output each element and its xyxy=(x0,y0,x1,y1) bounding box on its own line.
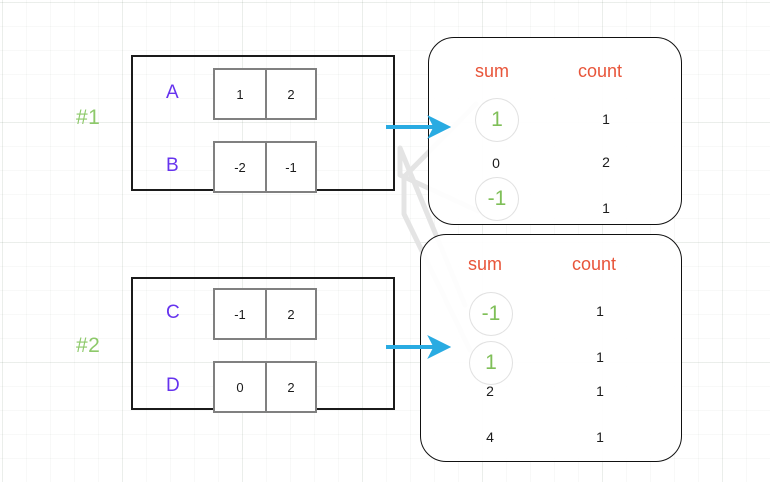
column-header-count: count xyxy=(578,61,623,81)
cell-d-1: 2 xyxy=(265,363,315,411)
cell-b-0: -2 xyxy=(234,159,246,175)
sum-value-2-2: 1 xyxy=(469,341,513,385)
cell-c-1: 2 xyxy=(265,290,315,338)
sum-value-2-3: 2 xyxy=(486,383,494,399)
cell-b-1: -1 xyxy=(265,143,315,191)
group-tag-2: #2 xyxy=(76,334,101,357)
row-label-b: B xyxy=(166,155,179,176)
sum-value-1-2: 0 xyxy=(492,155,500,171)
sum-value-2-4: 4 xyxy=(486,429,494,445)
count-value-2-3: 1 xyxy=(596,383,604,399)
row-label-d: D xyxy=(166,375,180,396)
count-value-2-4: 1 xyxy=(596,429,604,445)
cell-a-1: 2 xyxy=(265,70,315,118)
row-label-c: C xyxy=(166,302,180,323)
column-header-sum: sum xyxy=(475,61,510,81)
count-value-1-3: 1 xyxy=(602,200,610,216)
count-value-2-2: 1 xyxy=(596,349,604,365)
sum-value-1-3: -1 xyxy=(475,177,519,221)
count-value-2-1: 1 xyxy=(596,303,604,319)
column-header-sum: sum xyxy=(468,254,503,274)
cell-d-0: 0 xyxy=(236,379,244,395)
value-pair-b: -2 -1 xyxy=(213,141,317,193)
row-label-a: A xyxy=(166,82,179,103)
count-value-1-2: 2 xyxy=(602,154,610,170)
value-pair-c: -1 2 xyxy=(213,288,317,340)
cell-a-0: 1 xyxy=(236,86,244,102)
cell-c-0: -1 xyxy=(234,306,246,322)
count-value-1-1: 1 xyxy=(602,111,610,127)
sum-value-2-1: -1 xyxy=(469,292,513,336)
column-header-count: count xyxy=(572,254,617,274)
sum-value-1-1: 1 xyxy=(475,98,519,142)
group-tag-1: #1 xyxy=(76,106,101,129)
